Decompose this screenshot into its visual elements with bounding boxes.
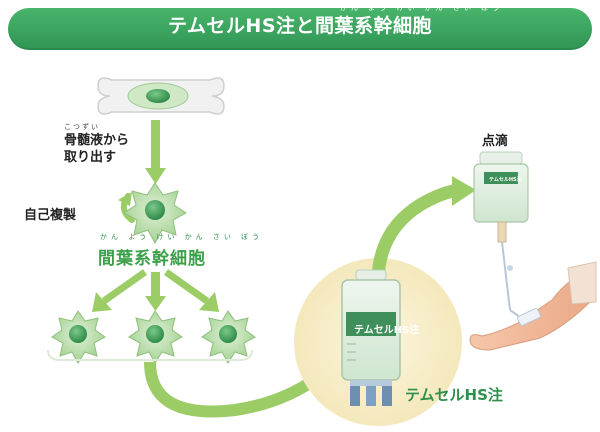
- drip-bag-label: テムセルHS注: [489, 177, 522, 183]
- iv-bag-icon: [341, 269, 401, 406]
- bracket-line: [47, 349, 253, 361]
- extract-ruby: こつずい: [64, 123, 100, 131]
- cell-icon: [128, 310, 183, 364]
- cycle-arrow-icon: [118, 192, 135, 223]
- msc-label: 間葉系幹細胞: [98, 249, 206, 269]
- title-ruby: かん よう けい かん さい ぼう: [340, 4, 504, 12]
- title-banner: [8, 8, 592, 50]
- bone-icon: [97, 77, 225, 115]
- cell-icon: [51, 310, 106, 364]
- drip-label: 点滴: [482, 134, 509, 149]
- msc-ruby: かん よう けい かん さい ぼう: [100, 233, 264, 241]
- arrow-extract: [145, 120, 166, 184]
- iv-drip-icon: [473, 151, 529, 321]
- cell-icon: [123, 182, 187, 245]
- self-replication-label: 自己複製: [24, 208, 77, 223]
- arrow-to-drip: [371, 176, 476, 279]
- page-title: テムセルHS注と間葉系幹細胞: [167, 15, 433, 37]
- extract-label: 骨髄液から 取り出す: [64, 133, 130, 165]
- bag-label: テムセルHS注: [354, 325, 420, 336]
- arrows-divide: [92, 269, 219, 312]
- cell-icon: [201, 310, 256, 364]
- arm-icon: [469, 261, 597, 351]
- product-label: テムセルHS注: [405, 386, 503, 404]
